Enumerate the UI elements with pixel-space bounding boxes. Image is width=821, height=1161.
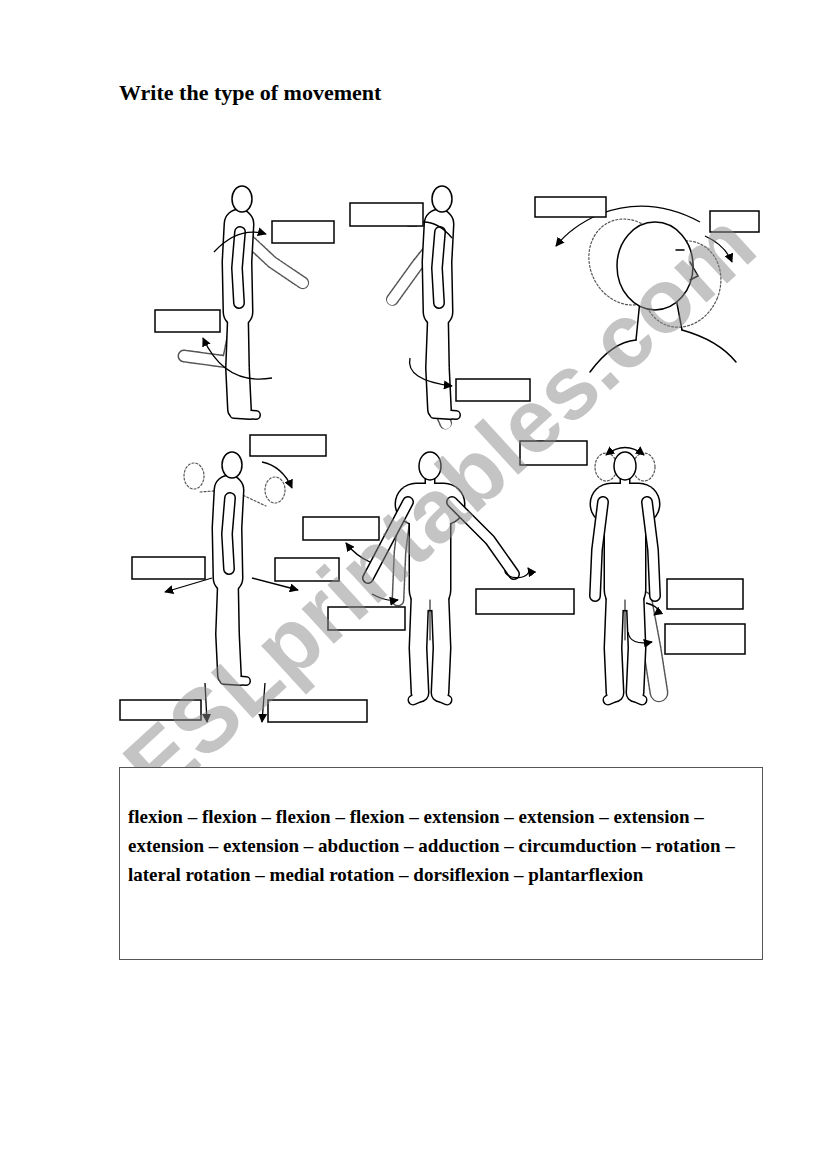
word-bank-text: flexion – flexion – flexion – flexion – … [128,802,752,889]
worksheet-title: Write the type of movement [119,80,381,106]
word-bank-box: flexion – flexion – flexion – flexion – … [119,767,763,960]
